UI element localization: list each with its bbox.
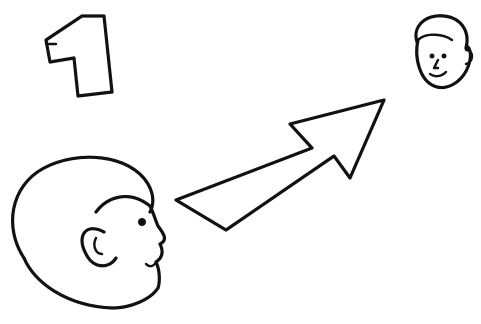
arrow-icon [176, 100, 384, 230]
small-face-icon [416, 16, 472, 88]
numeral-one-drawing [46, 16, 112, 96]
large-face-icon [13, 157, 165, 308]
